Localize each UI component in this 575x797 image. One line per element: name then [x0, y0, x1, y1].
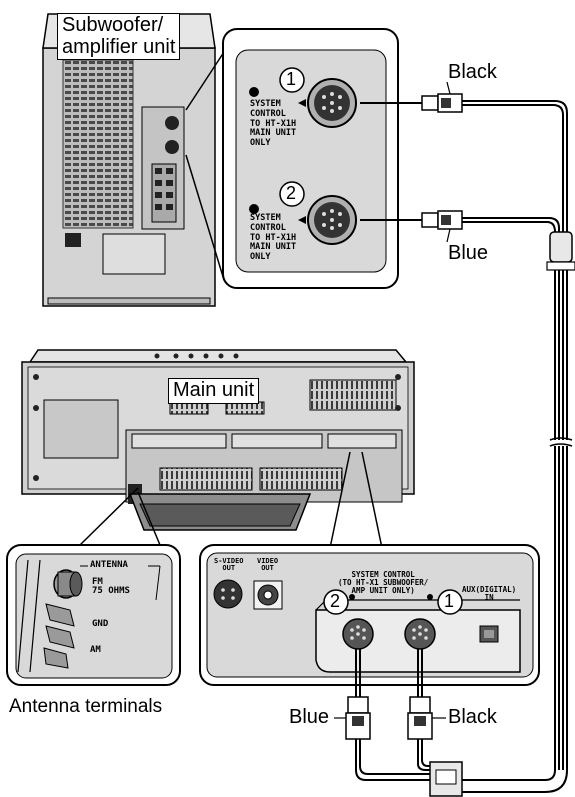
- port1-number: 1: [286, 70, 296, 89]
- black-cable-label-top: Black: [448, 62, 497, 83]
- aux-digital-in-label: AUX(DIGITAL) IN: [462, 586, 516, 602]
- fm-terminal-label: FM 75 OHMS: [92, 578, 130, 597]
- antenna-terminals-label: Antenna terminals: [9, 697, 162, 717]
- system-control-label: SYSTEM CONTROL (TO HT-X1 SUBWOOFER/ AMP …: [338, 571, 428, 595]
- main-rear-zoom-panel: [200, 545, 539, 685]
- video-out-label: VIDEO OUT: [257, 558, 278, 573]
- port1-system-control-text: SYSTEM CONTROL TO HT-X1H MAIN UNIT ONLY: [250, 100, 296, 149]
- blue-cable-label-bottom: Blue: [289, 707, 329, 728]
- port2-number: 2: [286, 184, 296, 203]
- subwoofer-unit-label: Subwoofer/ amplifier unit: [57, 13, 180, 60]
- port2-system-control-text: SYSTEM CONTROL TO HT-X1H MAIN UNIT ONLY: [250, 214, 296, 263]
- black-cable-label-bottom: Black: [448, 707, 497, 728]
- gnd-terminal-label: GND: [92, 620, 108, 629]
- main-unit-label: Main unit: [168, 378, 259, 404]
- blue-label-pointer: [447, 229, 450, 242]
- blue-cable-label-top: Blue: [448, 243, 488, 264]
- am-terminal-label: AM: [90, 646, 101, 655]
- black-label-pointer: [447, 82, 450, 94]
- svideo-out-label: S-VIDEO OUT: [214, 558, 244, 573]
- main-port1-number: 1: [444, 592, 454, 611]
- main-unit-drawing: [22, 350, 414, 530]
- antenna-heading: ANTENNA: [90, 561, 128, 570]
- main-port2-number: 2: [330, 592, 340, 611]
